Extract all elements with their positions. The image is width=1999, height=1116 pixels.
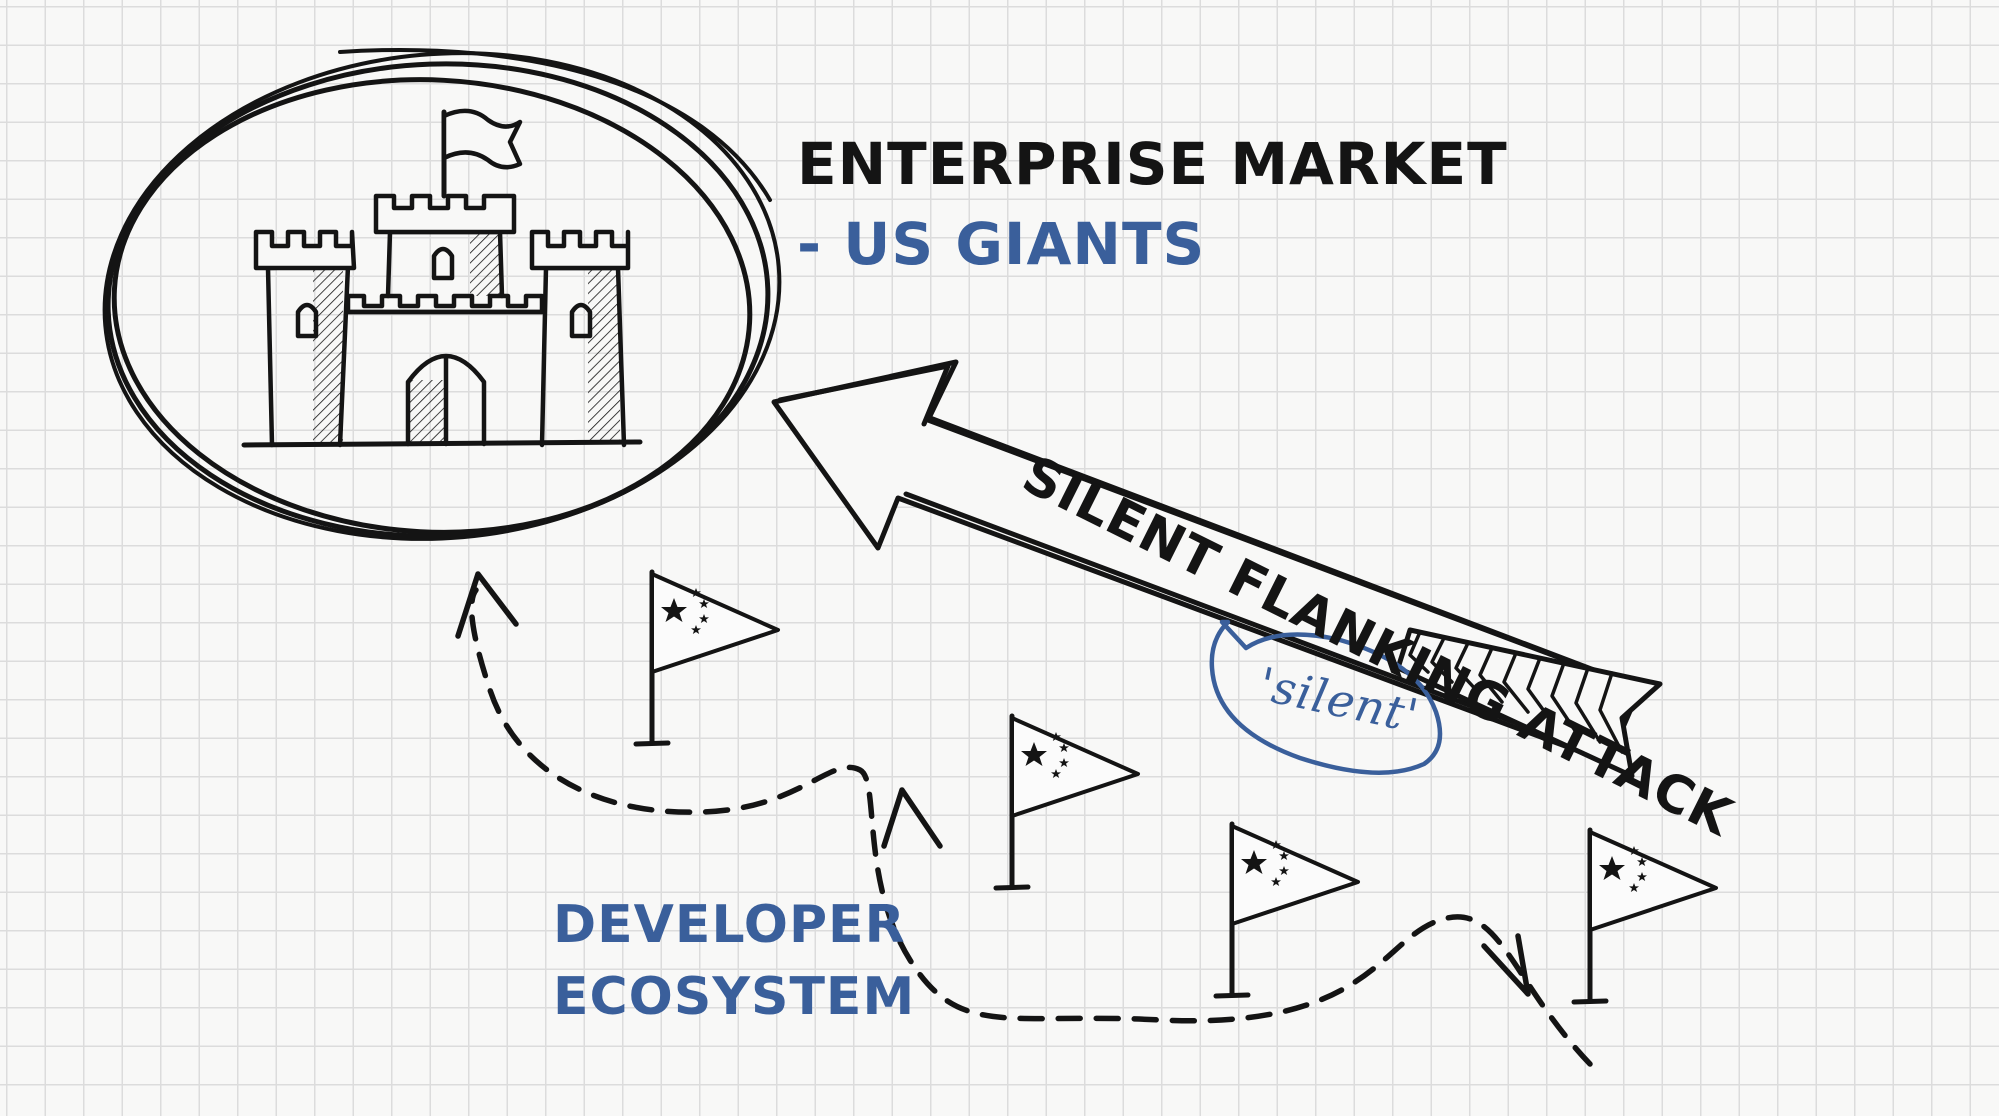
scribble-circle bbox=[84, 25, 800, 566]
china-flag-icon bbox=[996, 716, 1138, 888]
china-flag-icon bbox=[636, 572, 778, 744]
castle-icon bbox=[244, 111, 640, 446]
enterprise-market-label: ENTERPRISE MARKET bbox=[797, 130, 1508, 198]
china-flag-icon bbox=[1216, 824, 1358, 996]
china-flag-icon bbox=[1574, 830, 1716, 1002]
us-giants-label: - US GIANTS bbox=[797, 210, 1205, 278]
developer-label: DEVELOPER bbox=[553, 895, 906, 955]
ecosystem-label: ECOSYSTEM bbox=[553, 967, 915, 1027]
